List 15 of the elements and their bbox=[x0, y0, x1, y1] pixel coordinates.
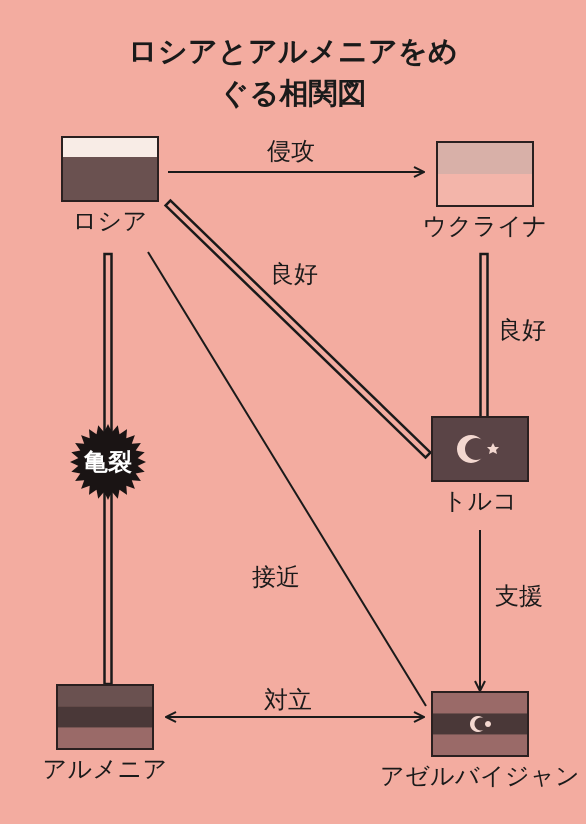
edge-label: 対立 bbox=[262, 686, 314, 714]
arrow bbox=[474, 530, 486, 692]
arrow bbox=[165, 711, 425, 723]
country-name: ウクライナ bbox=[422, 211, 548, 241]
country-name: アゼルバイジャン bbox=[380, 761, 580, 791]
edge-label: 支援 bbox=[493, 582, 545, 610]
country-name: ロシア bbox=[72, 206, 148, 236]
title: ロシアとアルメニアをめぐる相関図 bbox=[128, 33, 458, 112]
arrow bbox=[168, 166, 425, 178]
connector-line bbox=[164, 198, 432, 460]
country-name: トルコ bbox=[442, 486, 518, 516]
starburst-label: 亀裂 bbox=[70, 424, 146, 500]
connector-line bbox=[147, 251, 427, 707]
country-name: アルメニア bbox=[42, 754, 168, 784]
edge-label: 侵攻 bbox=[265, 137, 317, 165]
